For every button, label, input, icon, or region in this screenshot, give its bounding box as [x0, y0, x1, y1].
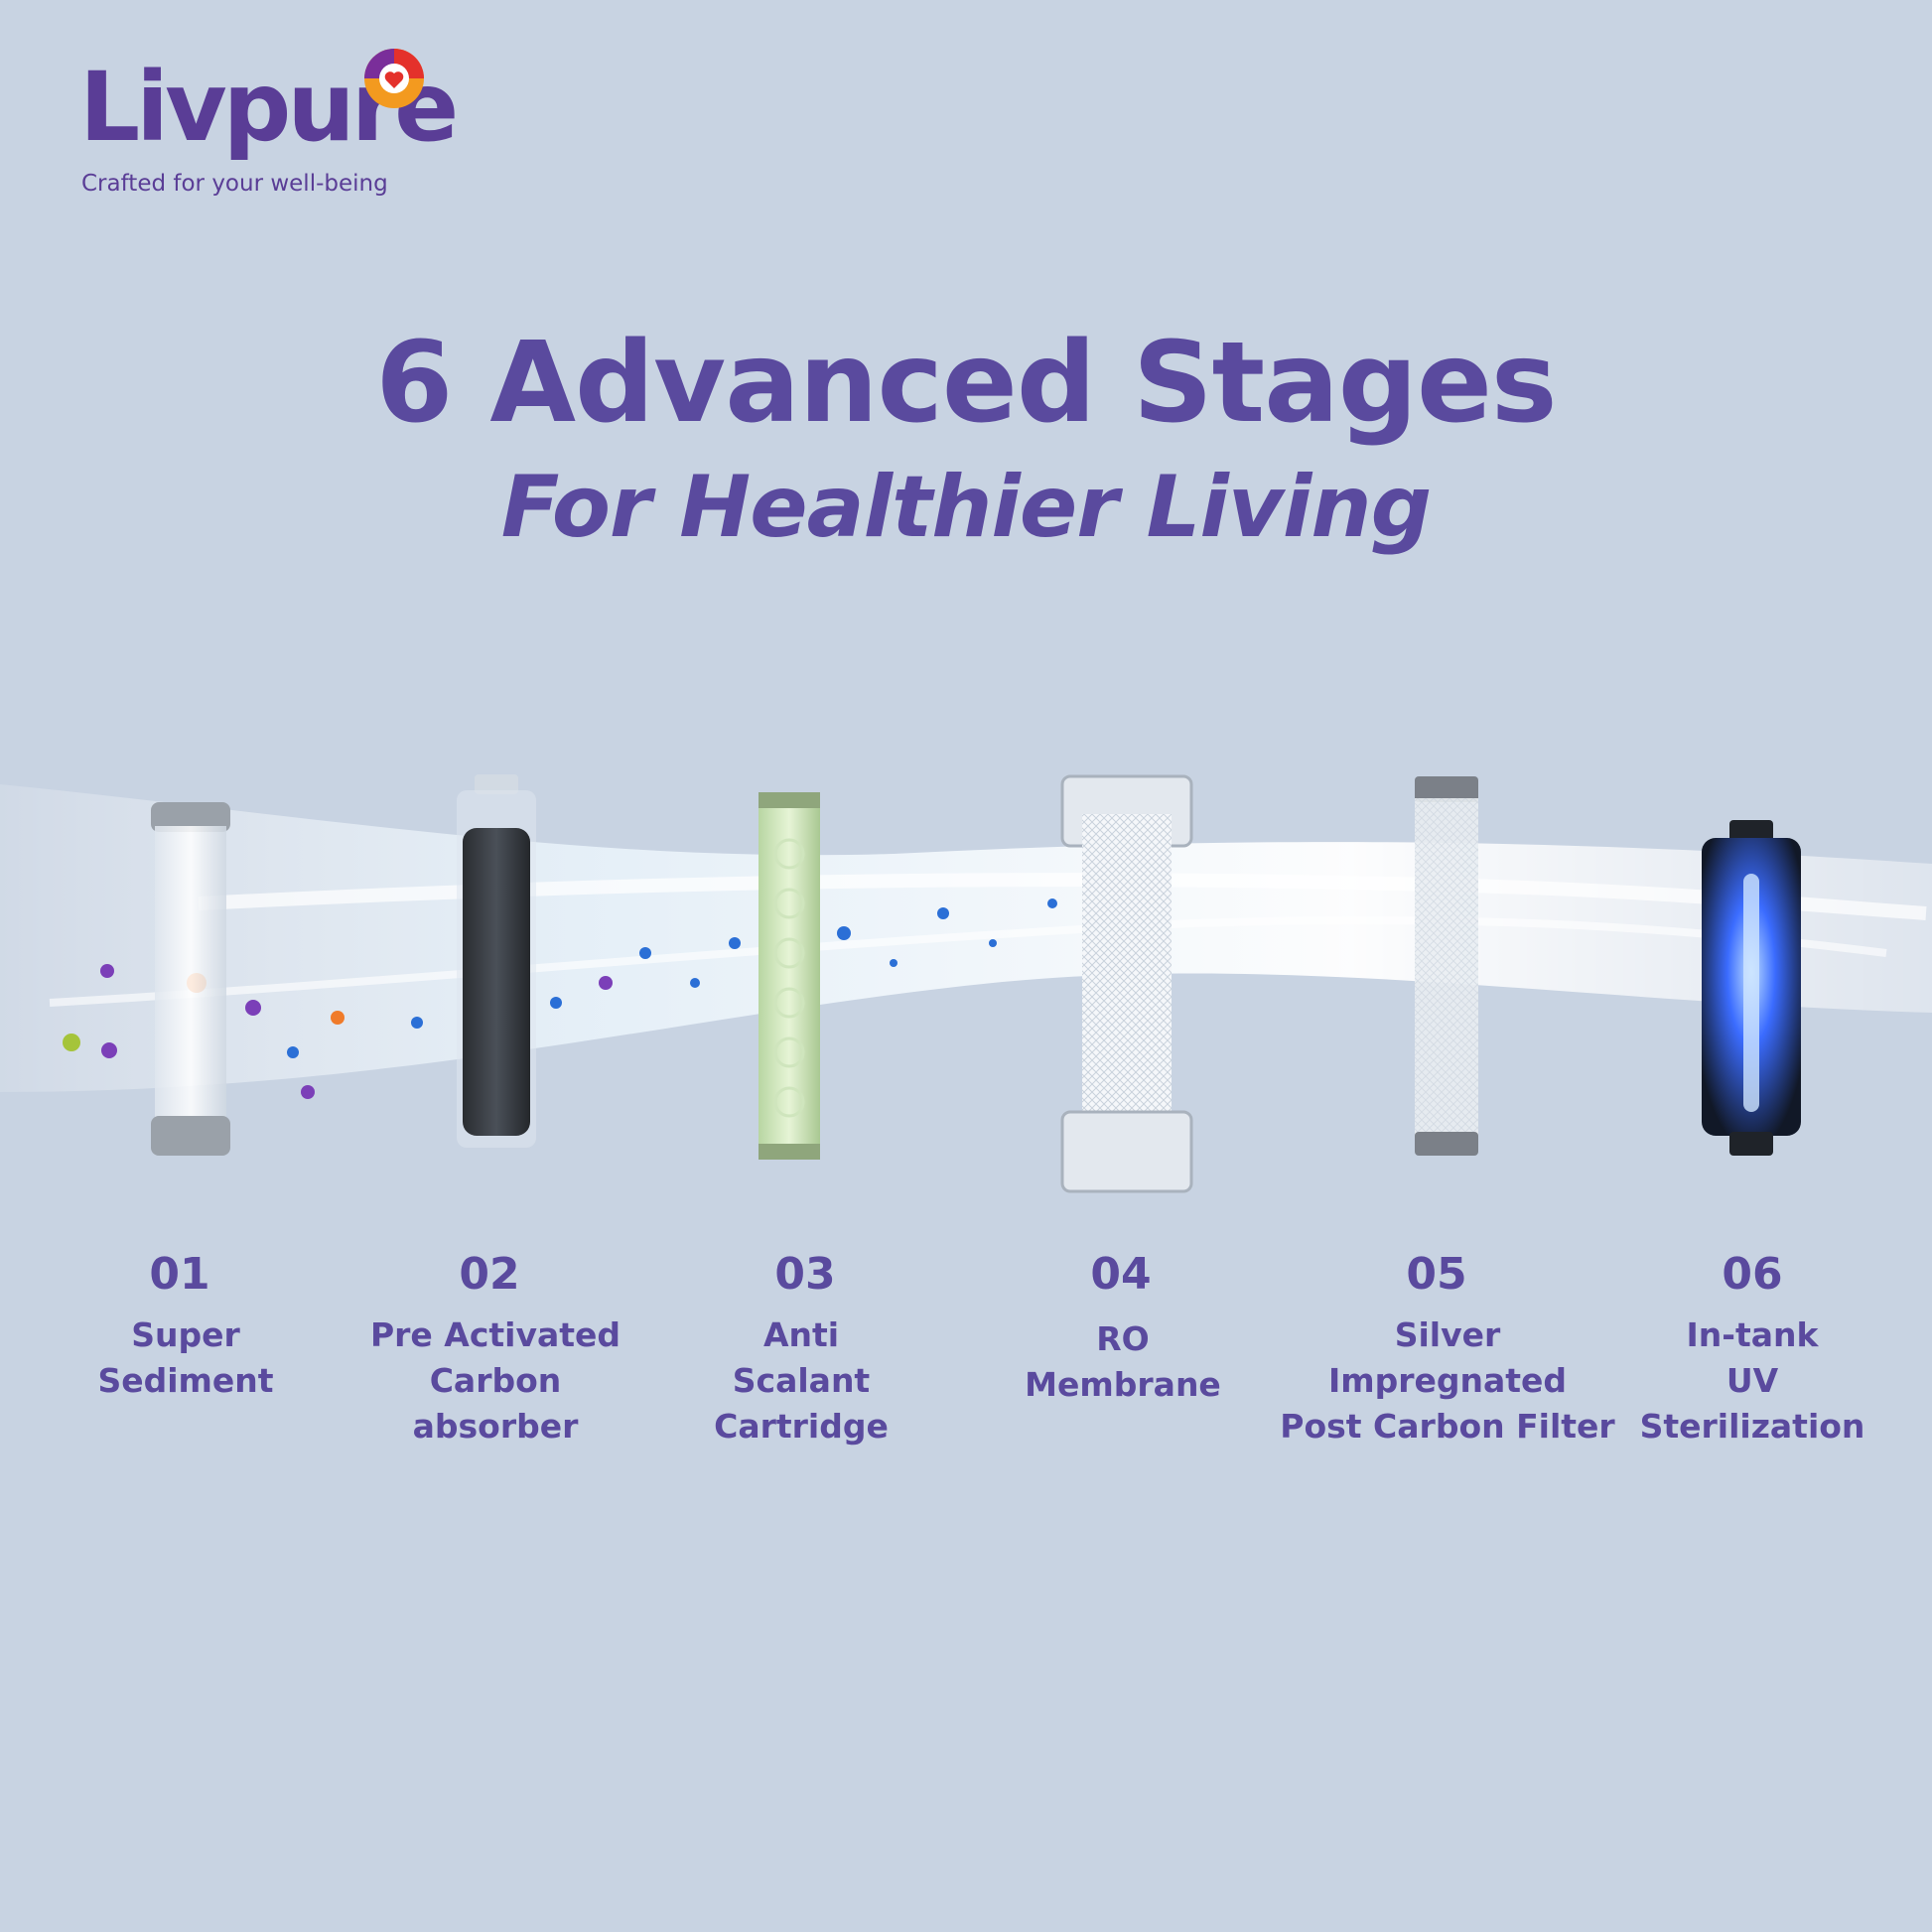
page-title: 6 Advanced Stages	[375, 319, 1557, 448]
carbon-filter-icon	[457, 774, 536, 1148]
ro-membrane-icon	[1060, 774, 1193, 1193]
stage-number: 02	[459, 1249, 520, 1300]
stage-number: 03	[774, 1249, 836, 1300]
heart-badge-icon	[364, 49, 424, 108]
stage-number: 05	[1406, 1249, 1467, 1300]
stage-number: 04	[1090, 1249, 1152, 1300]
sediment-filter-icon	[151, 802, 230, 1156]
stage-number: 01	[149, 1249, 210, 1300]
page-subtitle: For Healthier Living	[500, 458, 1432, 557]
uv-lamp-icon	[1702, 820, 1801, 1156]
stage-number: 06	[1722, 1249, 1783, 1300]
brand-tagline: Crafted for your well-being	[81, 171, 388, 197]
anti-scalant-cartridge-icon	[759, 792, 820, 1160]
post-carbon-filter-icon	[1415, 776, 1478, 1156]
brand-logo: Livpure Crafted for your well-being	[79, 40, 459, 208]
filter-scene	[0, 774, 1932, 1193]
